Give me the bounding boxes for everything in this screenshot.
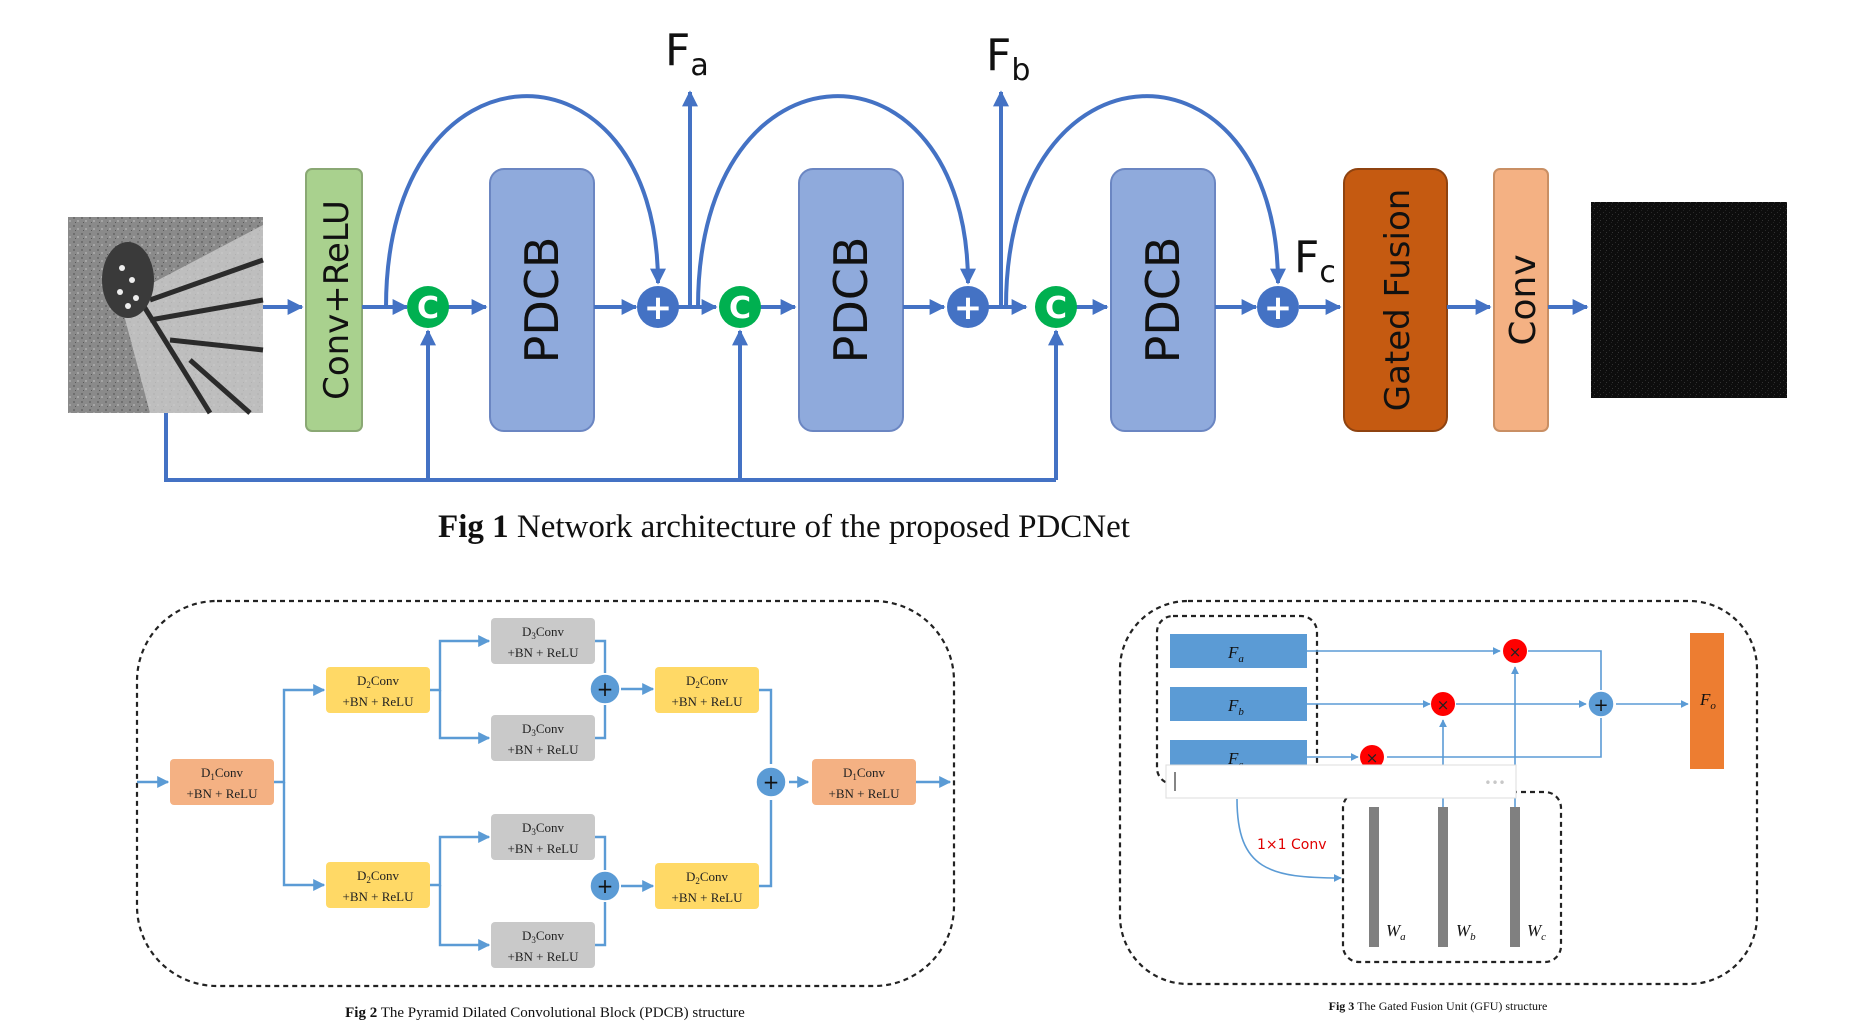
fig3-output-fo: Fo	[1690, 633, 1724, 769]
svg-text:+: +	[597, 677, 614, 701]
fig3-gfu-structure: Fa Fb Fc Fo × ×	[1118, 599, 1759, 1013]
fig3-multiply-b: ×	[1431, 692, 1455, 716]
conv-block	[1493, 168, 1549, 432]
svg-text:D1Conv: D1Conv	[201, 765, 244, 782]
svg-text:D3Conv: D3Conv	[522, 820, 565, 837]
svg-text:+BN + ReLU: +BN + ReLU	[508, 949, 580, 964]
svg-text:+BN + ReLU: +BN + ReLU	[672, 694, 744, 709]
svg-text:+BN + ReLU: +BN + ReLU	[508, 742, 580, 757]
fig2-pdcb-structure: D1Conv +BN + ReLU D2Conv +BN + ReLU D3Co…	[135, 599, 956, 1021]
svg-text:D2Conv: D2Conv	[357, 673, 400, 690]
fig2-d1conv-out: D1Conv +BN + ReLU	[812, 759, 916, 805]
fig2-add-node-top: +	[589, 673, 621, 705]
fig2-d2conv-bottom-left: D2Conv +BN + ReLU	[326, 862, 430, 908]
fig3-multiply-a: ×	[1503, 639, 1527, 663]
svg-text:+BN + ReLU: +BN + ReLU	[187, 786, 259, 801]
svg-text:+: +	[1593, 695, 1608, 716]
svg-text:+BN + ReLU: +BN + ReLU	[672, 890, 744, 905]
pdcb-label-3: PDCB	[1136, 237, 1190, 364]
fig2-d2conv-top-left: D2Conv +BN + ReLU	[326, 667, 430, 713]
concat-node-3: C	[1035, 286, 1077, 328]
gated-fusion-block	[1343, 168, 1448, 432]
svg-text:+: +	[644, 288, 673, 328]
svg-text:+BN + ReLU: +BN + ReLU	[343, 889, 415, 904]
svg-text:D2Conv: D2Conv	[686, 673, 729, 690]
svg-text:+: +	[954, 288, 983, 328]
fig3-weight-wa: Wa	[1369, 807, 1406, 947]
svg-text:Wb: Wb	[1456, 921, 1476, 943]
gated-fusion-label: Gated Fusion	[1378, 189, 1418, 412]
svg-text:D3Conv: D3Conv	[522, 624, 565, 641]
svg-text:D2Conv: D2Conv	[686, 869, 729, 886]
add-node-1: +	[637, 286, 679, 328]
conv-label: Conv	[1503, 254, 1544, 345]
svg-text:+: +	[597, 874, 614, 898]
fig2-caption: Fig 2 The Pyramid Dilated Convolutional …	[345, 1005, 745, 1021]
fig1-caption: Fig 1 Network architecture of the propos…	[438, 509, 1130, 545]
svg-text:×: ×	[1437, 696, 1450, 714]
add-node-3: +	[1257, 286, 1299, 328]
fig2-add-node-bottom: +	[589, 870, 621, 902]
fig3-weight-wc: Wc	[1510, 807, 1546, 947]
svg-text:Fa: Fa	[1227, 643, 1244, 665]
svg-text:+BN + ReLU: +BN + ReLU	[508, 841, 580, 856]
svg-text:D1Conv: D1Conv	[843, 765, 886, 782]
feature-label-fb: Fb	[986, 30, 1030, 88]
svg-text:Wc: Wc	[1527, 921, 1546, 943]
svg-text:+: +	[763, 770, 780, 794]
fig2-d2conv-top-right: D2Conv +BN + ReLU	[655, 667, 759, 713]
output-noise-image	[1591, 202, 1787, 398]
svg-text:C: C	[1045, 291, 1067, 326]
svg-text:D3Conv: D3Conv	[522, 928, 565, 945]
pdcb-label-1: PDCB	[515, 237, 569, 364]
fig2-d2conv-bottom-right: D2Conv +BN + ReLU	[655, 863, 759, 909]
fig3-add-node: +	[1587, 690, 1615, 718]
svg-text:+BN + ReLU: +BN + ReLU	[508, 645, 580, 660]
pdcb-block-2	[798, 168, 904, 432]
svg-text:Fo: Fo	[1699, 690, 1716, 712]
add-node-2: +	[947, 286, 989, 328]
svg-text:C: C	[417, 291, 439, 326]
svg-text:Wa: Wa	[1386, 921, 1406, 943]
overlay-input-bar[interactable]: •••	[1165, 764, 1517, 799]
svg-text:D3Conv: D3Conv	[522, 721, 565, 738]
fig3-conv-label: 1×1 Conv	[1257, 837, 1327, 853]
svg-text:+: +	[1264, 288, 1293, 328]
fig2-d3conv-2: D3Conv +BN + ReLU	[491, 715, 595, 761]
svg-text:Fb: Fb	[1227, 696, 1244, 718]
svg-text:C: C	[729, 291, 751, 326]
pdcb-block-3	[1110, 168, 1216, 432]
conv-relu-label: Conv+ReLU	[317, 200, 357, 400]
conv-relu-block	[305, 168, 363, 432]
fig3-input-fa: Fa	[1170, 634, 1307, 668]
fig2-d3conv-3: D3Conv +BN + ReLU	[491, 814, 595, 860]
svg-text:×: ×	[1509, 643, 1522, 661]
pdcb-block-1	[489, 168, 595, 432]
fig2-d1conv-in: D1Conv +BN + ReLU	[170, 759, 274, 805]
fig3-input-fb: Fb	[1170, 687, 1307, 721]
concat-node-2: C	[719, 286, 761, 328]
overlay-ellipsis-icon[interactable]: •••	[1484, 776, 1505, 790]
svg-text:×: ×	[1366, 749, 1379, 767]
fig2-d3conv-1: D3Conv +BN + ReLU	[491, 618, 595, 664]
pdcb-label-2: PDCB	[824, 237, 878, 364]
input-noisy-image	[68, 217, 264, 415]
svg-text:D2Conv: D2Conv	[357, 868, 400, 885]
fig2-d3conv-4: D3Conv +BN + ReLU	[491, 922, 595, 968]
fig1-network-architecture: Conv+ReLU PDCB PDCB PDCB Gated Fusion Co…	[68, 25, 1787, 545]
fig3-caption: Fig 3 The Gated Fusion Unit (GFU) struct…	[1329, 999, 1548, 1013]
feature-label-fa: Fa	[665, 25, 709, 83]
concat-node-1: C	[407, 286, 449, 328]
fig3-weight-wb: Wb	[1438, 807, 1476, 947]
fig3-multiply-c: ×	[1360, 745, 1384, 769]
svg-text:+BN + ReLU: +BN + ReLU	[829, 786, 901, 801]
svg-text:+BN + ReLU: +BN + ReLU	[343, 694, 415, 709]
fig2-add-node-merge: +	[755, 766, 787, 798]
feature-label-fc: Fc	[1294, 232, 1336, 290]
